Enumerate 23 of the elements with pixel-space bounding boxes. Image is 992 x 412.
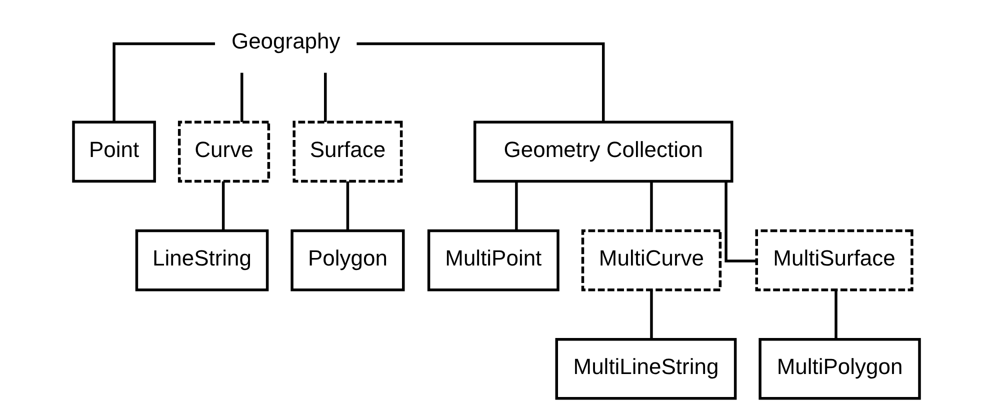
node-box: MultiPolygon bbox=[758, 338, 920, 400]
node-box: Geometry Collection bbox=[472, 120, 733, 183]
node-box: MultiSurface bbox=[754, 229, 913, 292]
connector bbox=[112, 42, 214, 122]
node-box: MultiCurve bbox=[580, 229, 722, 292]
node-box: LineString bbox=[134, 229, 268, 292]
node-text: Geography bbox=[230, 28, 340, 54]
connector bbox=[834, 290, 837, 340]
connector bbox=[346, 181, 349, 231]
connector bbox=[650, 290, 652, 340]
node-box: Point bbox=[72, 120, 156, 183]
connector bbox=[650, 181, 652, 231]
connector bbox=[240, 72, 243, 122]
node-box: MultiPoint bbox=[426, 229, 559, 292]
connector bbox=[221, 181, 224, 231]
connector bbox=[324, 72, 326, 122]
connector bbox=[356, 42, 604, 122]
node-box: Surface bbox=[292, 120, 402, 183]
node-box: Polygon bbox=[290, 229, 404, 292]
node-box: Curve bbox=[177, 120, 270, 183]
connector bbox=[724, 182, 756, 262]
node-box: MultiLineString bbox=[554, 338, 736, 400]
connector bbox=[514, 181, 518, 231]
